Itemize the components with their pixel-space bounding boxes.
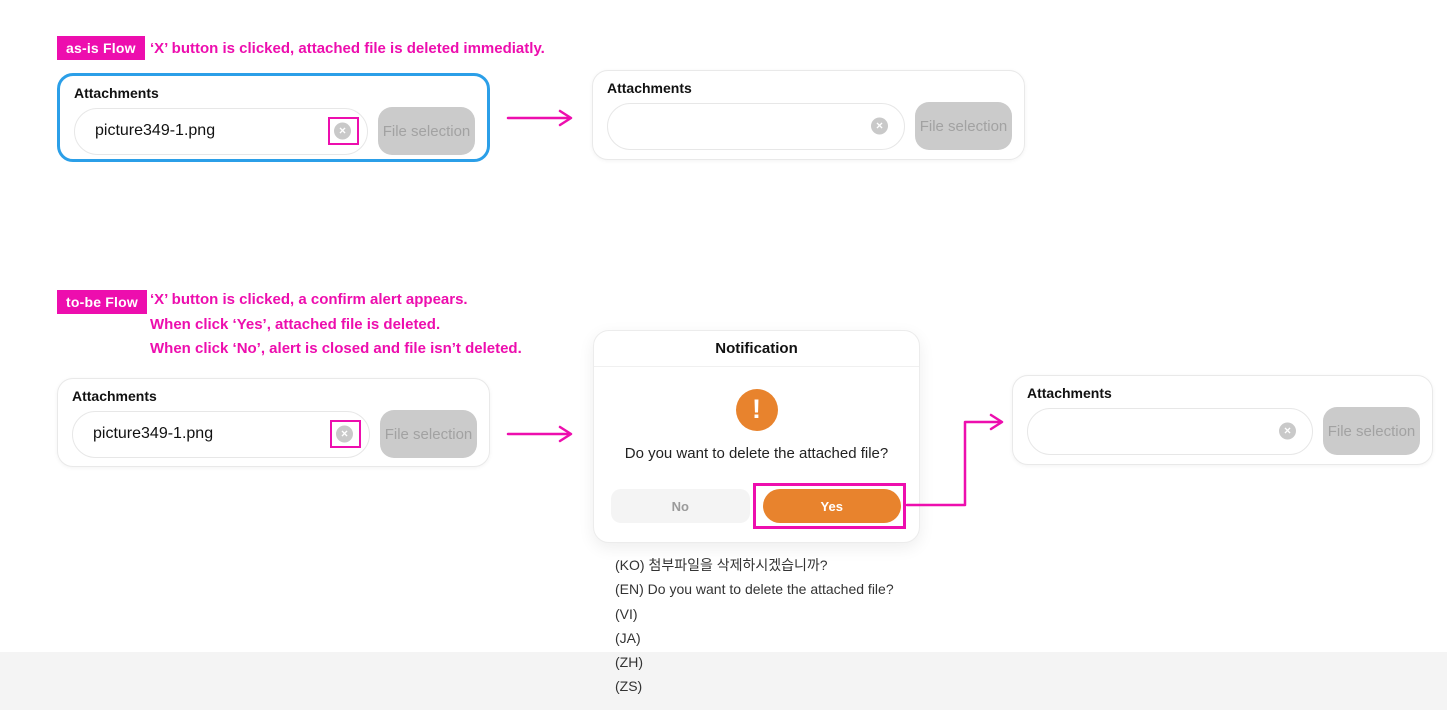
dialog-message: Do you want to delete the attached file? xyxy=(624,445,889,462)
to-be-description-line: When click ‘Yes’, attached file is delet… xyxy=(150,315,441,333)
attachments-label: Attachments xyxy=(74,85,159,101)
attachments-label: Attachments xyxy=(607,80,692,96)
dialog-message-translations: (KO) 첨부파일을 삭제하시겠습니까? (EN) Do you want to… xyxy=(615,553,894,699)
attached-file-name: picture349-1.png xyxy=(93,425,214,442)
attached-file-name: picture349-1.png xyxy=(95,122,216,139)
clear-attachment-icon[interactable]: × xyxy=(1279,422,1296,440)
clear-attachment-icon[interactable]: × xyxy=(336,425,353,443)
attachments-card-as-is-before: Attachments picture349-1.png × File sele… xyxy=(57,73,490,162)
to-be-flow-description: ‘X’ button is clicked, a confirm alert a… xyxy=(150,288,522,362)
translation-line: (EN) Do you want to delete the attached … xyxy=(615,581,894,598)
to-be-description-line: ‘X’ button is clicked, a confirm alert a… xyxy=(150,291,468,308)
dialog-actions: No Yes xyxy=(611,489,901,523)
as-is-flow-description: ‘X’ button is clicked, attached file is … xyxy=(150,40,545,57)
translation-line: (KO) 첨부파일을 삭제하시겠습니까? xyxy=(615,557,828,573)
arrow-to-be-head xyxy=(558,425,573,443)
attachments-card-to-be-before: Attachments picture349-1.png × File sele… xyxy=(57,378,490,467)
exclamation-alert-icon: ! xyxy=(735,389,778,431)
to-be-flow-badge: to-be Flow xyxy=(57,290,147,314)
clear-attachment-icon[interactable]: × xyxy=(334,122,351,140)
translation-line: (ZS) xyxy=(615,678,643,695)
translation-line: (VI) xyxy=(615,605,638,622)
dialog-title: Notification xyxy=(594,331,919,367)
notification-dialog: Notification ! Do you want to delete the… xyxy=(593,330,920,543)
connector-yes-head xyxy=(989,413,1004,431)
translation-line: (JA) xyxy=(615,629,641,646)
bottom-gray-band xyxy=(0,652,1447,710)
translation-line: (ZH) xyxy=(615,654,643,671)
as-is-flow-badge: as-is Flow xyxy=(57,36,145,60)
attachments-card-as-is-after: Attachments × File selection xyxy=(592,70,1025,160)
attachments-label: Attachments xyxy=(1027,385,1112,401)
arrow-as-is-head xyxy=(558,109,573,127)
clear-attachment-icon[interactable]: × xyxy=(871,117,888,135)
file-selection-button[interactable]: File selection xyxy=(378,107,475,155)
no-button[interactable]: No xyxy=(611,489,750,523)
to-be-description-line: When click ‘No’, alert is closed and fil… xyxy=(150,340,522,357)
attachment-filename-field[interactable]: × xyxy=(1027,407,1313,455)
yes-button[interactable]: Yes xyxy=(762,489,901,523)
attachments-card-to-be-after: Attachments × File selection xyxy=(1012,375,1433,465)
attachment-filename-field[interactable]: × xyxy=(607,102,905,150)
file-selection-button[interactable]: File selection xyxy=(915,102,1012,150)
attachment-filename-field[interactable]: picture349-1.png × xyxy=(72,410,370,458)
connector-yes-to-after xyxy=(905,420,1001,507)
file-selection-button[interactable]: File selection xyxy=(1323,407,1420,455)
attachments-label: Attachments xyxy=(72,388,157,404)
file-selection-button[interactable]: File selection xyxy=(380,410,477,458)
attachment-filename-field[interactable]: picture349-1.png × xyxy=(74,107,368,155)
